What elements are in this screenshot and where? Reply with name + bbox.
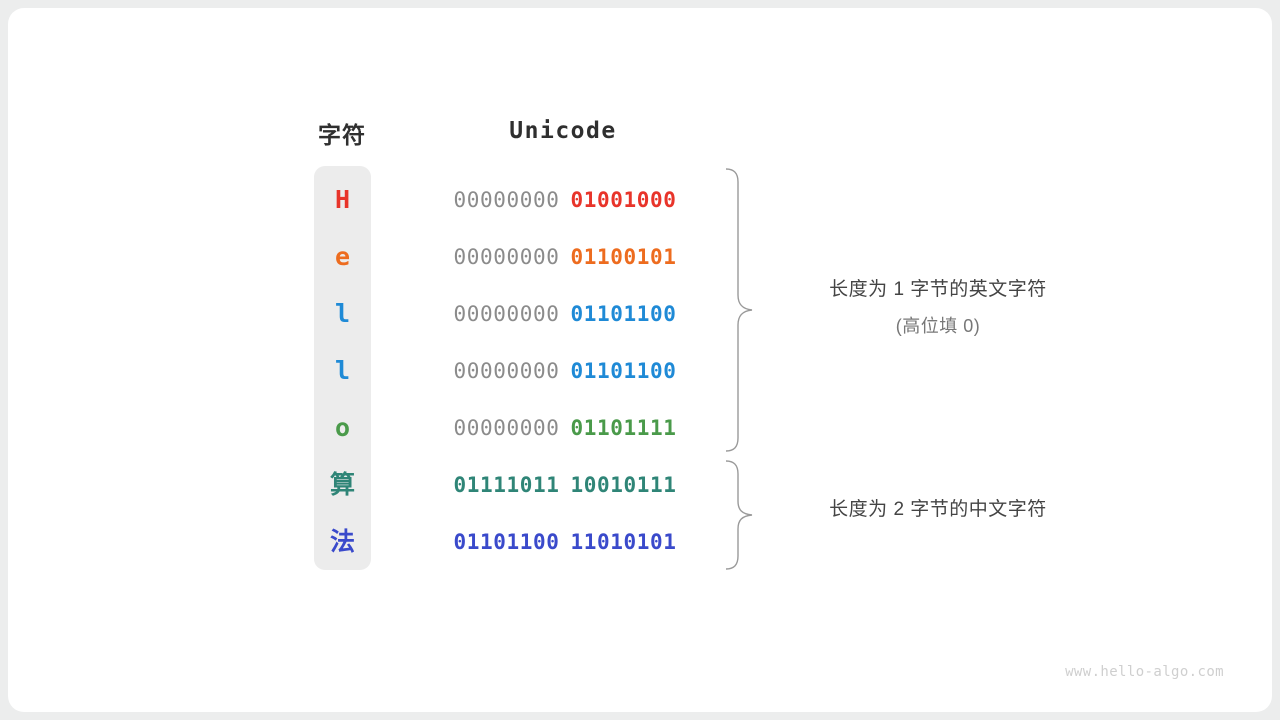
brace-one-byte [725,168,753,452]
unicode-low-byte: 01101100 [570,302,677,326]
character-cell: l [334,299,351,328]
unicode-row: 00000000 01101111 [432,411,698,445]
annotation-one-byte: 长度为 1 字节的英文字符 (高位填 0) [768,272,1108,344]
unicode-row: 01111011 10010111 [432,468,698,502]
unicode-low-byte: 01100101 [570,245,677,269]
unicode-high-byte: 00000000 [453,302,560,326]
character-cell: 算 [329,470,355,499]
character-cell: e [334,242,351,271]
unicode-row: 01101100 11010101 [432,525,698,559]
character-cell: H [334,185,351,214]
column-header-character: 字符 [318,122,366,148]
unicode-high-byte: 01111011 [453,473,560,497]
character-cell: 法 [329,527,355,556]
unicode-low-byte: 10010111 [570,473,677,497]
annotation-two-byte-main: 长度为 2 字节的中文字符 [829,499,1047,520]
unicode-high-byte: 00000000 [453,359,560,383]
unicode-low-byte: 01001000 [570,188,677,212]
unicode-row: 00000000 01100101 [432,240,698,274]
unicode-low-byte: 11010101 [570,530,677,554]
unicode-row: 00000000 01001000 [432,183,698,217]
column-header-unicode: Unicode [509,118,617,144]
unicode-high-byte: 00000000 [453,188,560,212]
unicode-low-byte: 01101111 [570,416,677,440]
character-cell: o [334,413,351,442]
unicode-row: 00000000 01101100 [432,297,698,331]
character-cell: l [334,356,351,385]
brace-two-byte [725,460,753,570]
unicode-row: 00000000 01101100 [432,354,698,388]
annotation-one-byte-sub: (高位填 0) [895,316,981,336]
watermark: www.hello-algo.com [1065,664,1224,680]
unicode-high-byte: 01101100 [453,530,560,554]
unicode-high-byte: 00000000 [453,245,560,269]
unicode-high-byte: 00000000 [453,416,560,440]
unicode-low-byte: 01101100 [570,359,677,383]
annotation-one-byte-main: 长度为 1 字节的英文字符 [829,279,1047,300]
annotation-two-byte: 长度为 2 字节的中文字符 [768,492,1108,528]
